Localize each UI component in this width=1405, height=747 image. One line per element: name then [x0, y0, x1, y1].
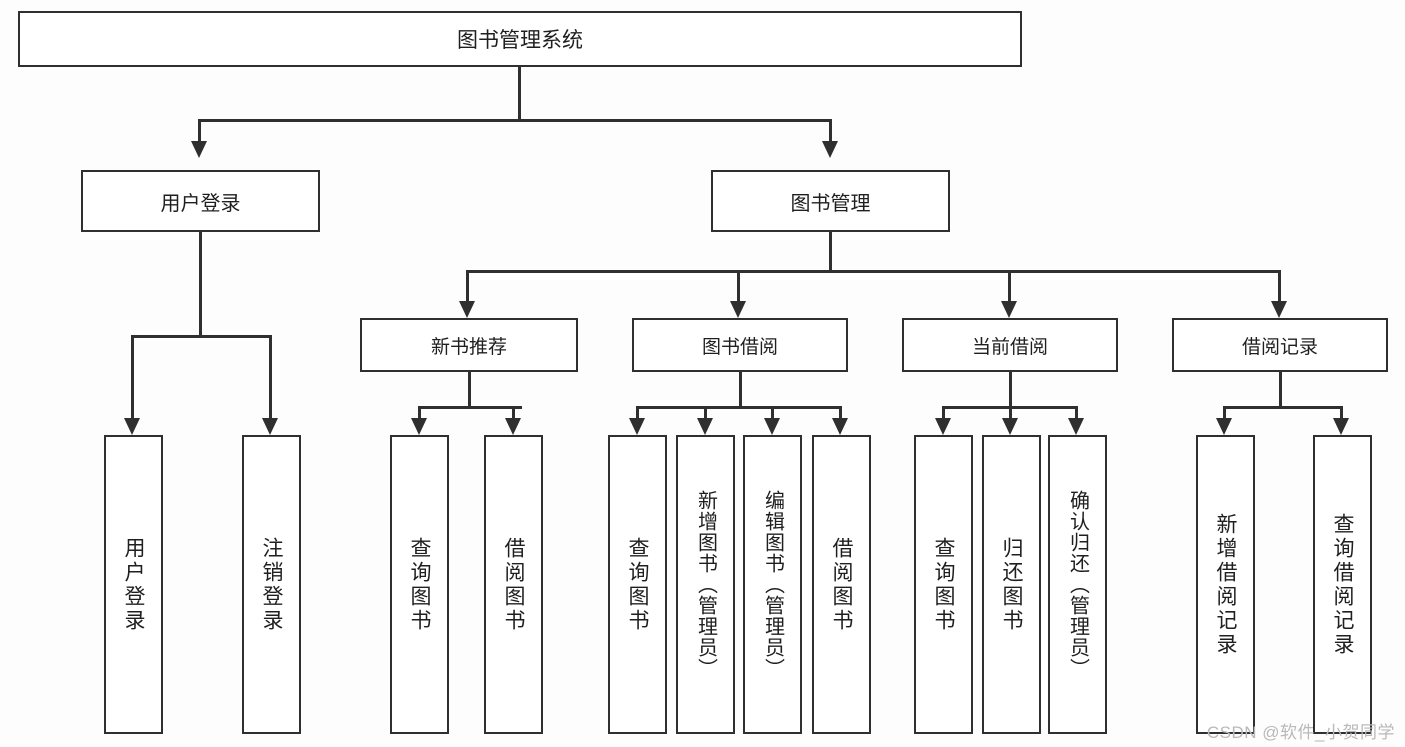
arrowhead-bookborrow-to-leaf3: [764, 418, 780, 435]
connector-bookmgmt-stem: [829, 232, 832, 270]
leaf-query-book-current[interactable]: 查询图书: [914, 435, 973, 734]
leaf-query-book-recommend[interactable]: 查询图书: [390, 435, 449, 734]
node-book-borrow[interactable]: 图书借阅: [632, 318, 848, 372]
connector-bookmgmt-bus: [466, 270, 1281, 273]
connector-currentborrow-to-leaf3: [1075, 406, 1078, 418]
connector-bookborrow-to-leaf1: [636, 406, 639, 418]
arrowhead-bookmgmt-to-l2-4: [1271, 301, 1287, 318]
connector-bookmgmt-to-l2-2: [737, 270, 740, 301]
connector-root-stem: [518, 67, 521, 119]
arrowhead-login-to-leaf2: [262, 418, 278, 435]
node-user-login[interactable]: 用户登录: [81, 170, 320, 232]
connector-bookborrow-to-leaf2: [704, 406, 707, 418]
leaf-borrow-book-recommend[interactable]: 借阅图书: [484, 435, 543, 734]
arrowhead-login-to-leaf1: [124, 418, 140, 435]
connector-root-to-bookmgmt: [829, 119, 832, 141]
arrowhead-borrowrecord-to-leaf2: [1333, 418, 1349, 435]
connector-borrowrecord-to-leaf2: [1340, 406, 1343, 418]
connector-bookmgmt-to-l2-3: [1008, 270, 1011, 301]
connector-bookborrow-to-leaf3: [771, 406, 774, 418]
arrowhead-bookborrow-to-leaf2: [697, 418, 713, 435]
arrowhead-root-to-bookmgmt: [822, 141, 838, 158]
arrowhead-bookmgmt-to-l2-3: [1001, 301, 1017, 318]
arrowhead-borrowrecord-to-leaf1: [1216, 418, 1232, 435]
connector-currentborrow-to-leaf2: [1009, 406, 1012, 418]
arrowhead-currentborrow-to-leaf2: [1002, 418, 1018, 435]
leaf-edit-book-admin[interactable]: 编辑图书（管理员）: [743, 435, 802, 734]
arrowhead-newbook-to-leaf2: [505, 418, 521, 435]
leaf-confirm-return-admin[interactable]: 确认归还（管理员）: [1048, 435, 1107, 734]
connector-bookborrow-bus: [636, 406, 842, 409]
leaf-add-borrow-record[interactable]: 新增借阅记录: [1196, 435, 1255, 734]
connector-borrowrecord-bus: [1223, 406, 1341, 409]
arrowhead-currentborrow-to-leaf1: [935, 418, 951, 435]
arrowhead-bookmgmt-to-l2-1: [459, 301, 475, 318]
connector-borrowrecord-to-leaf1: [1223, 406, 1226, 418]
arrowhead-newbook-to-leaf1: [411, 418, 427, 435]
connector-newbook-bus: [418, 406, 522, 409]
connector-login-stem: [199, 232, 202, 335]
node-borrow-record[interactable]: 借阅记录: [1172, 318, 1388, 372]
arrowhead-root-to-login: [191, 141, 207, 158]
node-book-management[interactable]: 图书管理: [711, 170, 950, 232]
connector-login-bus: [131, 335, 271, 338]
connector-root-bus: [198, 119, 832, 122]
connector-bookborrow-to-leaf4: [839, 406, 842, 418]
leaf-return-book[interactable]: 归还图书: [982, 435, 1041, 734]
connector-bookmgmt-to-l2-4: [1278, 270, 1281, 301]
connector-newbook-to-leaf2: [512, 406, 515, 418]
leaf-user-login[interactable]: 用户登录: [104, 435, 163, 734]
arrowhead-bookborrow-to-leaf4: [832, 418, 848, 435]
connector-borrowrecord-stem: [1279, 372, 1282, 406]
connector-currentborrow-to-leaf1: [942, 406, 945, 418]
connector-newbook-stem: [468, 372, 471, 406]
connector-bookborrow-stem: [739, 372, 742, 406]
connector-currentborrow-stem: [1009, 372, 1012, 406]
connector-bookmgmt-to-l2-1: [466, 270, 469, 301]
leaf-query-book-borrow[interactable]: 查询图书: [608, 435, 667, 734]
connector-newbook-to-leaf1: [418, 406, 421, 418]
leaf-logout[interactable]: 注销登录: [242, 435, 301, 734]
connector-login-to-leaf1: [131, 335, 134, 418]
arrowhead-bookborrow-to-leaf1: [629, 418, 645, 435]
leaf-borrow-book[interactable]: 借阅图书: [812, 435, 871, 734]
leaf-add-book-admin[interactable]: 新增图书（管理员）: [676, 435, 735, 734]
arrowhead-currentborrow-to-leaf3: [1068, 418, 1084, 435]
leaf-query-borrow-record[interactable]: 查询借阅记录: [1313, 435, 1372, 734]
connector-login-to-leaf2: [269, 335, 272, 418]
node-root-system[interactable]: 图书管理系统: [18, 11, 1022, 67]
arrowhead-bookmgmt-to-l2-2: [730, 301, 746, 318]
node-new-book-recommend[interactable]: 新书推荐: [360, 318, 578, 372]
connector-root-to-login: [198, 119, 201, 141]
node-current-borrow[interactable]: 当前借阅: [902, 318, 1118, 372]
